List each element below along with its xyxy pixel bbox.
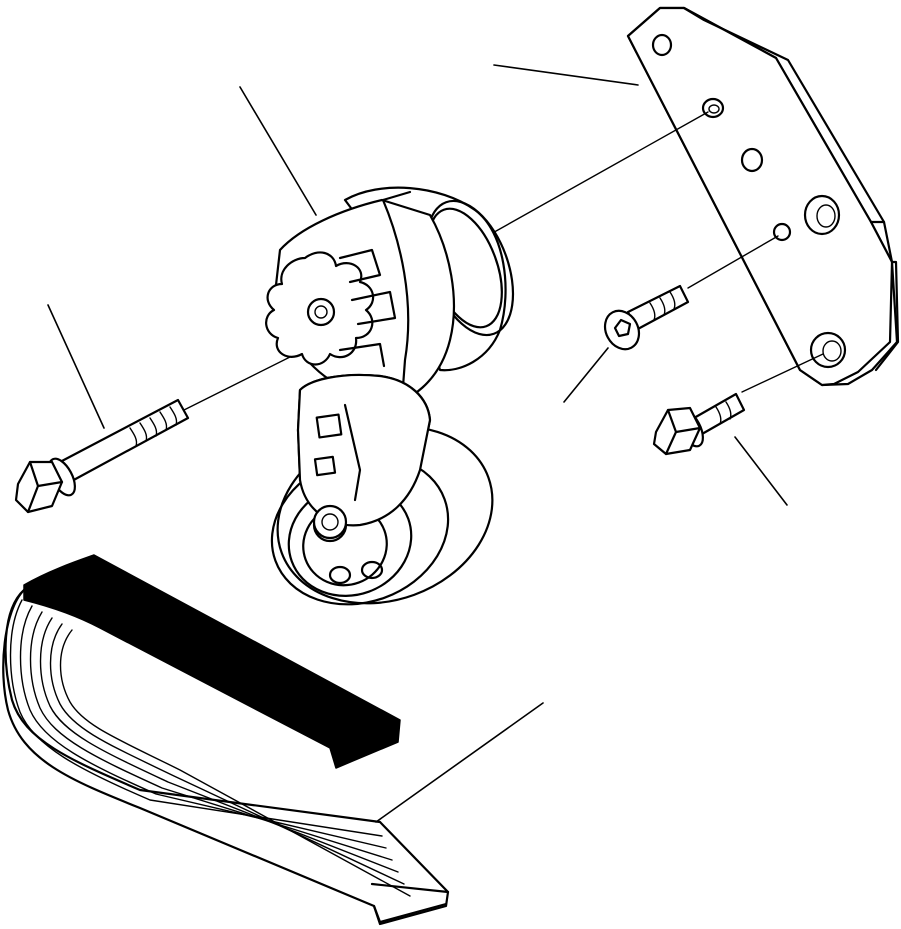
- hex-flange-bolt: [652, 392, 746, 456]
- leader-bracket: [493, 64, 639, 86]
- leader-long-bolt: [47, 304, 105, 429]
- leader-hex-bolt: [734, 436, 788, 506]
- bracket-hole-2: [701, 97, 725, 119]
- long-flange-bolt: [14, 398, 190, 514]
- mounting-bracket: [626, 6, 900, 387]
- leader-belt: [375, 702, 544, 823]
- belt-tensioner: [265, 186, 515, 606]
- ribbed-drive-belt: [2, 554, 450, 926]
- tensioner-rotor: [265, 251, 375, 366]
- callout-leaders: [47, 64, 788, 823]
- assembly-axis-lines: [183, 111, 824, 411]
- leader-socket-screw: [563, 347, 609, 403]
- bracket-hole-5: [772, 222, 792, 242]
- socket-cap-screw: [603, 284, 690, 351]
- bracket-hole-1: [651, 33, 673, 57]
- bracket-hole-4: [803, 194, 841, 236]
- bracket-hole-3: [740, 147, 764, 173]
- bracket-hole-6: [809, 331, 847, 369]
- leader-tensioner: [239, 86, 317, 216]
